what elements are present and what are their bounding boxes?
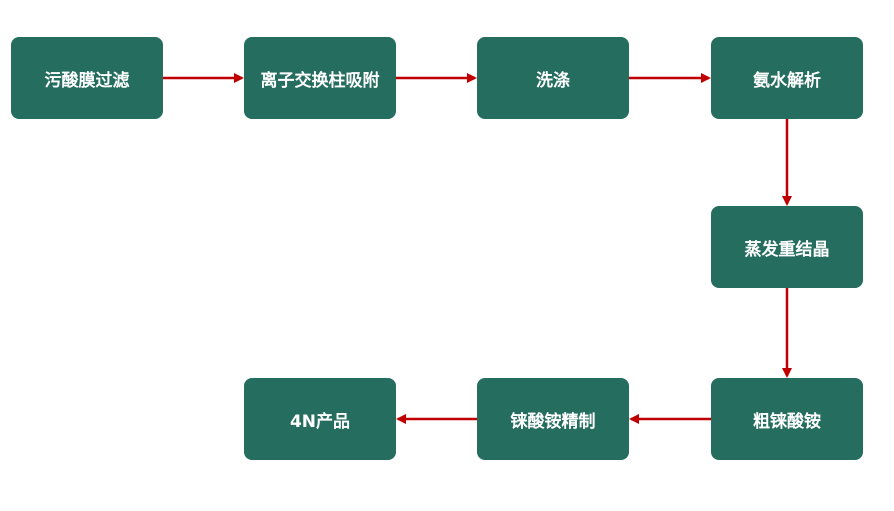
step-4n-product: 4N产品	[244, 378, 396, 460]
step-label: 污酸膜过滤	[44, 70, 130, 91]
step-label: 离子交换柱吸附	[260, 70, 380, 91]
step-crude-ammonium-perrhenate: 粗铼酸铵	[711, 378, 863, 460]
step-label: 粗铼酸铵	[753, 411, 821, 432]
step-ammonia-desorption: 氨水解析	[711, 37, 863, 119]
step-label: 4N产品	[289, 411, 351, 432]
step-ammonium-perrhenate-refining: 铼酸铵精制	[477, 378, 629, 460]
step-acid-membrane-filtration: 污酸膜过滤	[11, 37, 163, 119]
step-label: 洗涤	[536, 70, 570, 91]
step-evaporation-recrystallization: 蒸发重结晶	[711, 206, 863, 288]
step-label: 蒸发重结晶	[744, 239, 830, 260]
step-washing: 洗涤	[477, 37, 629, 119]
step-ion-exchange-adsorption: 离子交换柱吸附	[244, 37, 396, 119]
step-label: 氨水解析	[753, 70, 821, 91]
step-label: 铼酸铵精制	[510, 411, 596, 432]
